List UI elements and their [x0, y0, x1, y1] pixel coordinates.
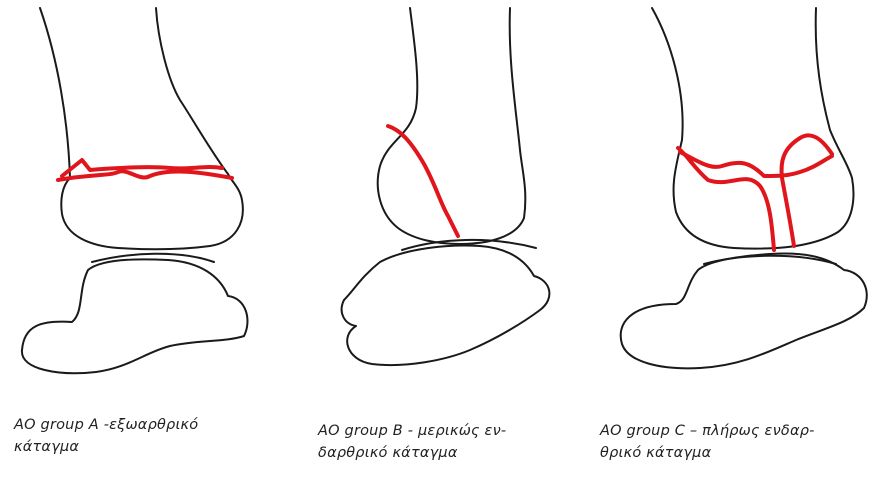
tibia-outline	[40, 8, 243, 249]
caption-group-a-line2: κάταγμα	[14, 436, 304, 458]
caption-group-b-line1: AO group B - μερικώς εν-	[318, 420, 588, 442]
diagram-panel-group-a	[0, 0, 290, 400]
diagram-panel-group-b	[310, 0, 580, 400]
caption-group-b-line2: δαρθρικό κάταγμα	[318, 442, 588, 464]
tibia-outline	[378, 8, 526, 244]
caption-group-c-line1: AO group C – πλήρως ενδαρ-	[600, 420, 890, 442]
caption-group-a: AO group A -εξωαρθρικό κάταγμα	[14, 414, 304, 458]
fracture-line-a	[58, 171, 232, 180]
talus-outline	[342, 246, 550, 366]
caption-group-c: AO group C – πλήρως ενδαρ- θρικό κάταγμα	[600, 420, 890, 464]
caption-group-b: AO group B - μερικώς εν- δαρθρικό κάταγμ…	[318, 420, 588, 464]
bone-illustration-group-b	[310, 0, 580, 400]
fracture-line-b	[388, 126, 458, 236]
diagram-panel-group-c	[600, 0, 892, 400]
talus-outline	[22, 259, 248, 373]
talus-outline	[621, 254, 867, 369]
caption-group-c-line2: θρικό κάταγμα	[600, 442, 890, 464]
bone-illustration-group-c	[600, 0, 892, 400]
bone-illustration-group-a	[0, 0, 290, 400]
tibia-outline	[652, 8, 853, 249]
fracture-line-c-right	[782, 135, 832, 246]
caption-group-a-line1: AO group A -εξωαρθρικό	[14, 414, 304, 436]
